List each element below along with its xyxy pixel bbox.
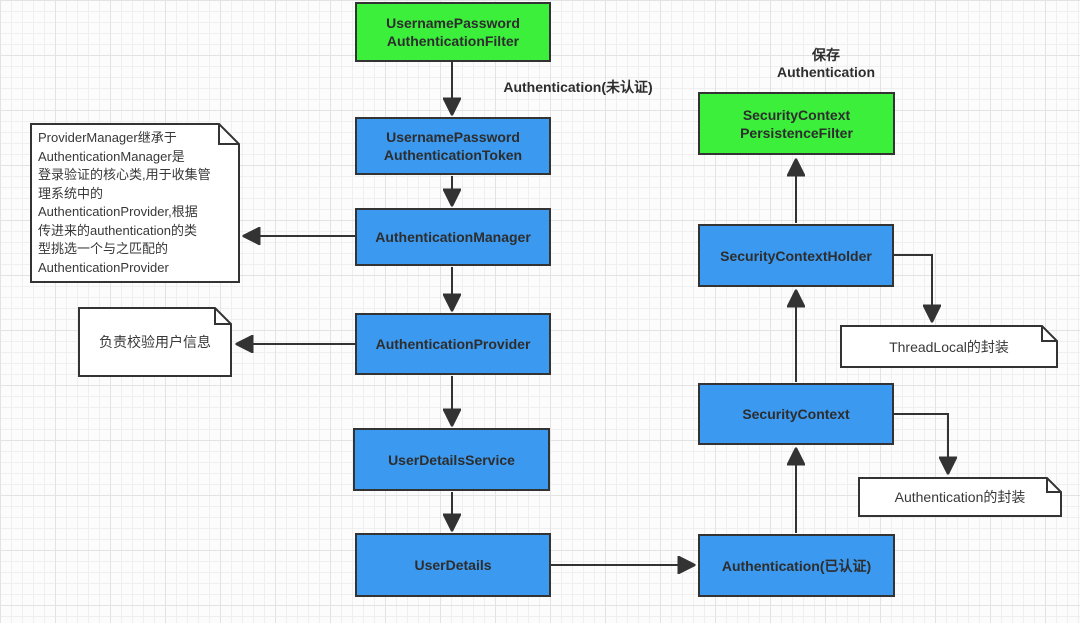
note-thread-local: ThreadLocal的封装 <box>840 325 1058 368</box>
note-shape-icon <box>78 307 232 377</box>
note-shape-icon <box>30 123 240 283</box>
node-security-context-persistence-filter: SecurityContext PersistenceFilter <box>698 92 895 155</box>
node-authentication-manager: AuthenticationManager <box>355 208 551 266</box>
node-authentication-provider: AuthenticationProvider <box>355 313 551 375</box>
node-user-details-service: UserDetailsService <box>353 428 550 491</box>
node-username-password-authentication-token: UsernamePassword AuthenticationToken <box>355 117 551 175</box>
arrow-holder-to-thread-local-note <box>894 254 932 321</box>
arrow-context-to-auth-wrap-note <box>894 413 948 473</box>
note-auth-wrap-text: Authentication的封装 <box>894 489 1026 505</box>
note-thread-local-text: ThreadLocal的封装 <box>889 338 1009 355</box>
edge-label-save-authentication: 保存 Authentication <box>777 47 875 80</box>
node-username-password-authentication-filter: UsernamePassword AuthenticationFilter <box>355 2 551 62</box>
note-verify-user: 负责校验用户信息 <box>78 307 232 377</box>
note-verify-user-text: 负责校验用户信息 <box>99 334 211 350</box>
note-auth-wrap: Authentication的封装 <box>858 477 1062 517</box>
note-provider-manager: ProviderManager继承于 AuthenticationManager… <box>30 123 240 283</box>
node-security-context-holder: SecurityContextHolder <box>698 224 894 287</box>
node-authentication-authenticated: Authentication(已认证) <box>698 534 895 597</box>
node-user-details: UserDetails <box>355 533 551 597</box>
edge-label-authentication-unauthenticated: Authentication(未认证) <box>503 79 653 95</box>
note-provider-manager-text: ProviderManager继承于 AuthenticationManager… <box>38 130 211 275</box>
note-shape-icon <box>840 325 1058 368</box>
node-security-context: SecurityContext <box>698 383 894 445</box>
note-shape-icon <box>858 477 1062 517</box>
